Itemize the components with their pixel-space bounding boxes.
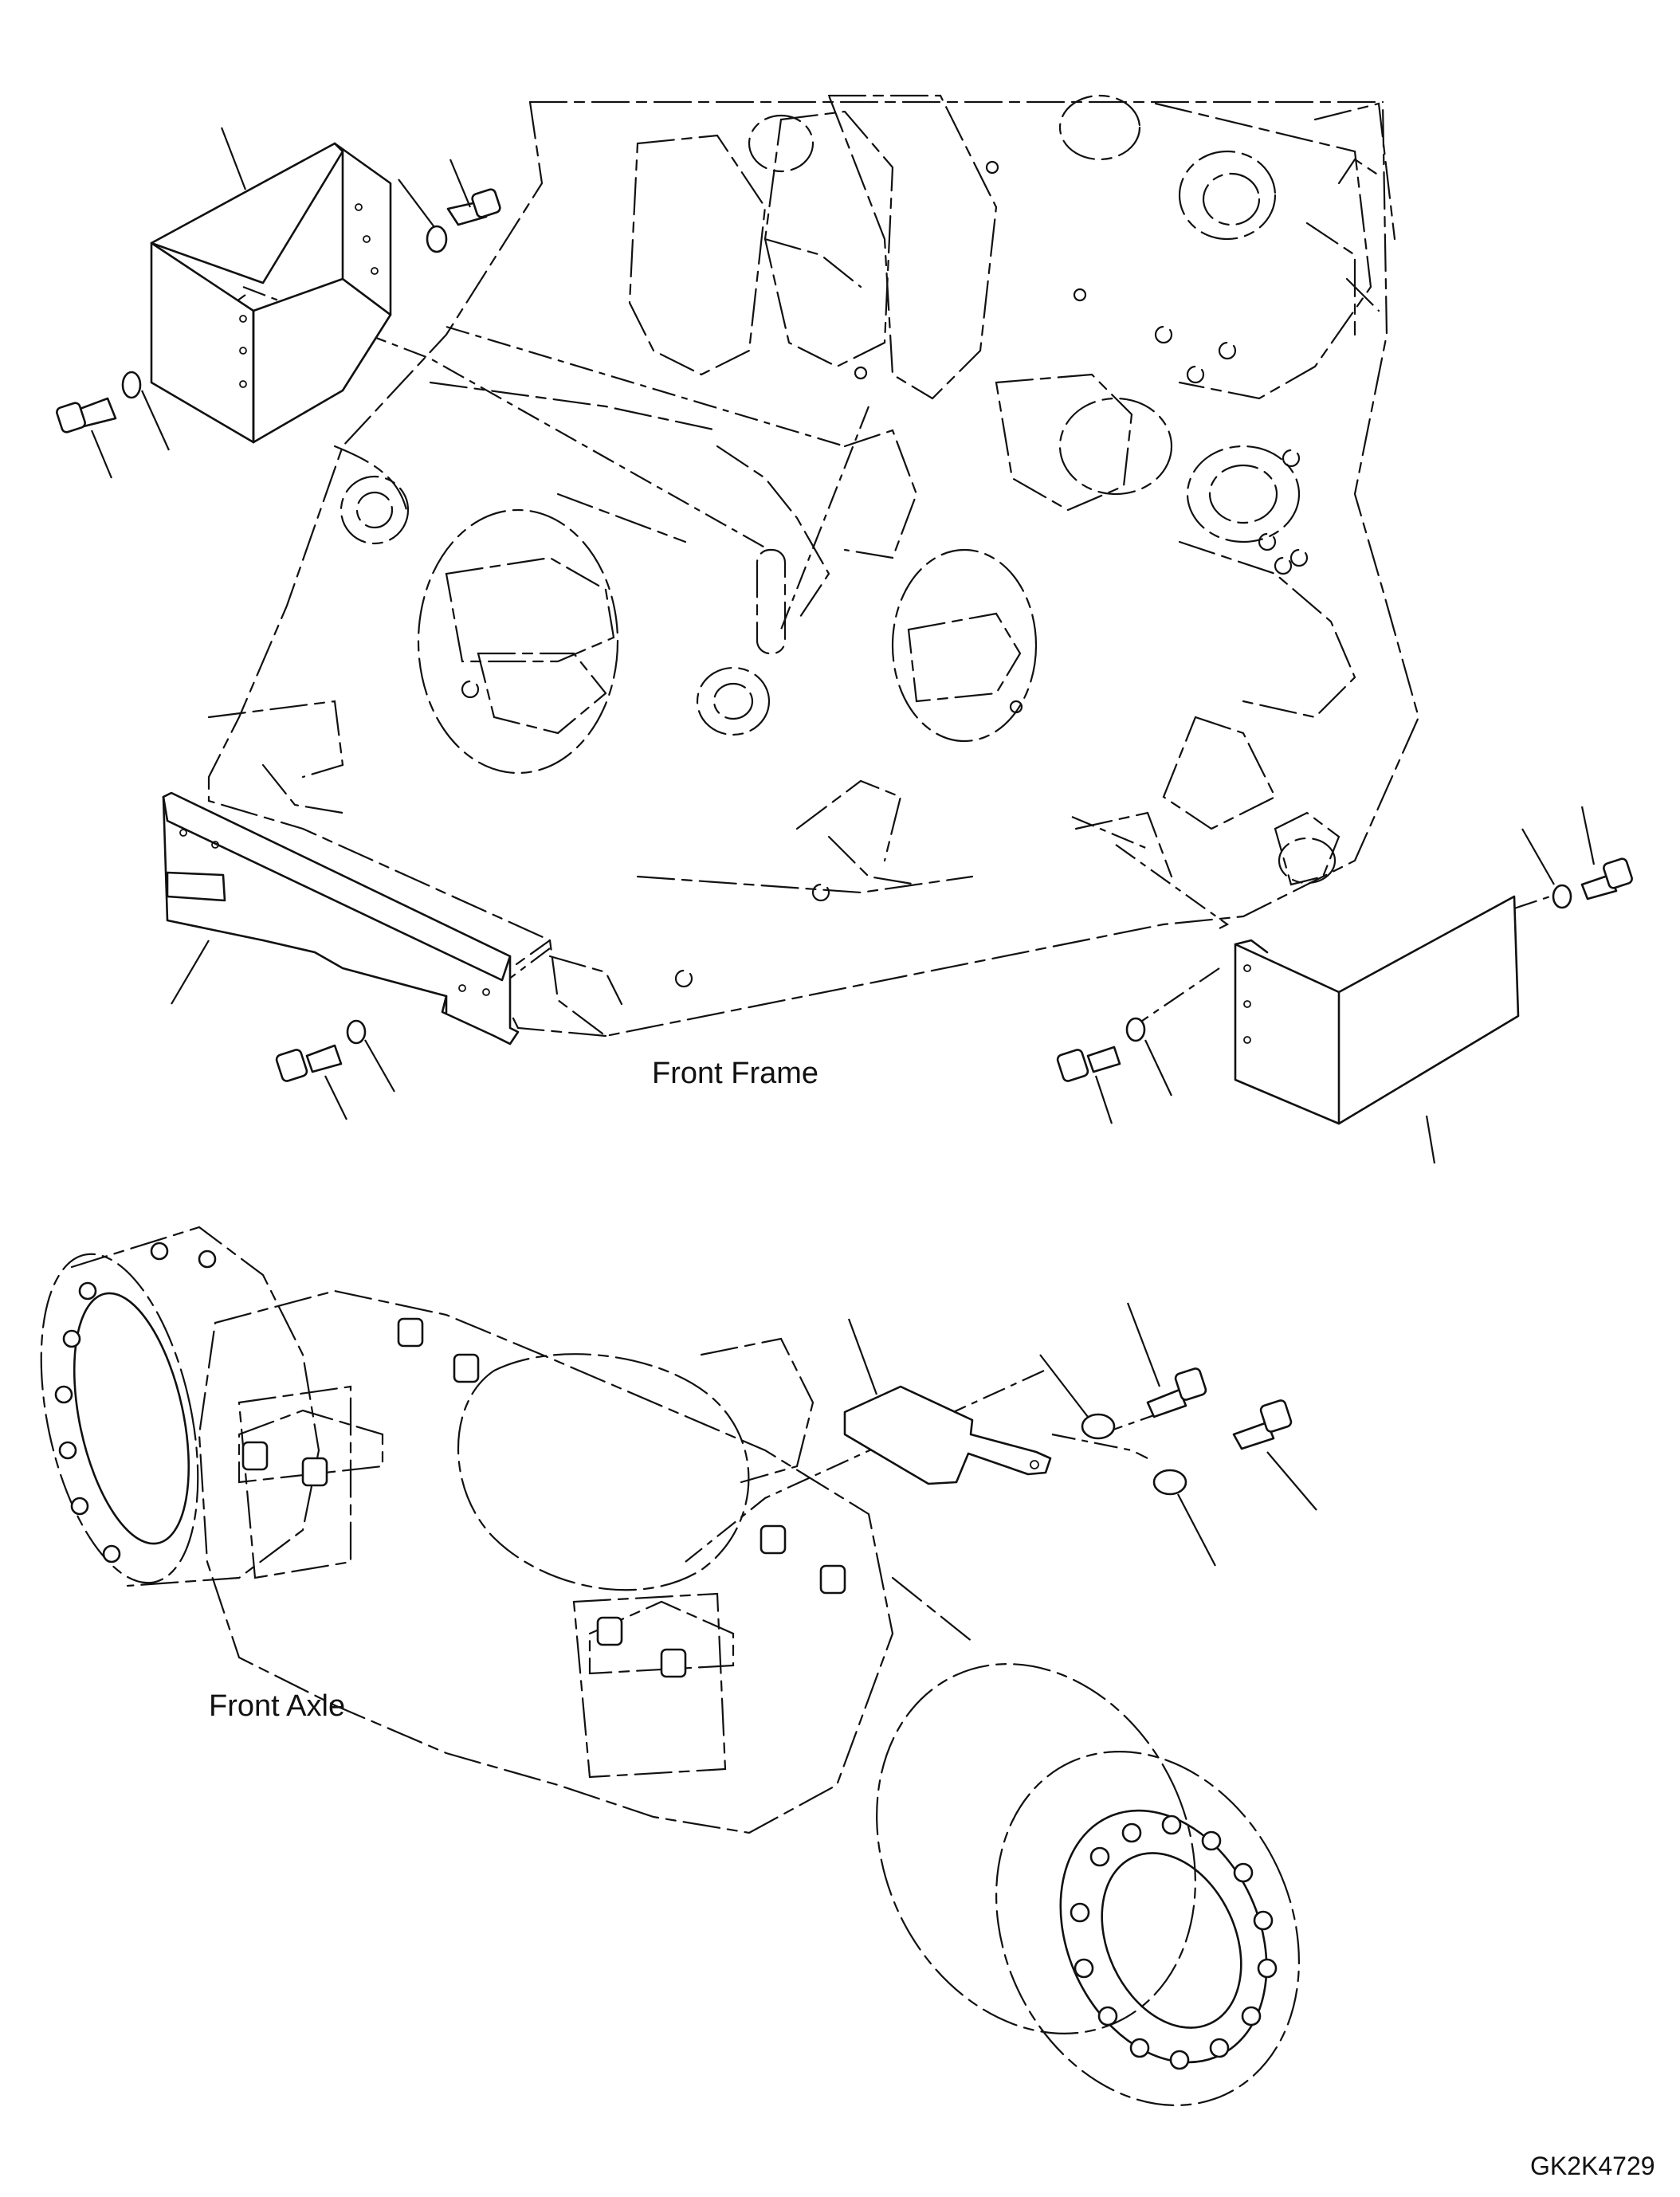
wheel-studs-left <box>54 1242 217 1563</box>
leader-axle-washer-a <box>1039 1354 1089 1418</box>
axle-plate <box>843 1385 1052 1485</box>
leader-axle-bolt-b <box>1266 1451 1317 1511</box>
leader-washer-a <box>398 179 435 228</box>
leader-washer-bracket <box>364 1039 395 1093</box>
leader-guard-top-left <box>220 127 247 190</box>
leader-bolt-bracket <box>324 1075 347 1120</box>
front-frame-outline <box>207 94 1420 1038</box>
guard-bracket-left <box>162 791 520 1046</box>
leader-bracket-left <box>171 940 210 1005</box>
axle-bolt-a <box>1081 1367 1207 1440</box>
axle-bolts-left <box>241 1317 846 1678</box>
leader-bolt-a <box>449 159 472 208</box>
front-axle-label: Front Axle <box>209 1689 346 1723</box>
front-axle <box>40 1226 1300 2106</box>
bolt-top-left-b <box>56 371 142 434</box>
leader-washer-right <box>1521 828 1555 885</box>
wheel-studs-right <box>1070 1814 1278 2070</box>
leader-washer-b <box>140 390 171 451</box>
leader-guard-right <box>1425 1115 1436 1164</box>
leader-axle-plate <box>847 1318 878 1395</box>
guard-right <box>1234 895 1520 1125</box>
front-frame-label: Front Frame <box>652 1057 819 1090</box>
leader-axle-washer-b <box>1177 1493 1216 1567</box>
bolt-top-left-a <box>426 188 501 253</box>
leader-bolt-right-b <box>1094 1075 1113 1124</box>
bolt-right-b <box>1056 1017 1146 1082</box>
guard-top-left <box>150 142 392 444</box>
leader-bolt-right <box>1580 806 1596 865</box>
bolt-right-a <box>1552 857 1633 909</box>
drawing-code: GK2K4729 <box>1530 2152 1655 2180</box>
bolt-bracket-left <box>275 1019 367 1082</box>
leader-washer-right-b <box>1144 1039 1172 1097</box>
leader-axle-bolt-a <box>1126 1302 1161 1387</box>
axle-bolt-b <box>1152 1399 1293 1496</box>
leader-bolt-b <box>90 430 113 479</box>
